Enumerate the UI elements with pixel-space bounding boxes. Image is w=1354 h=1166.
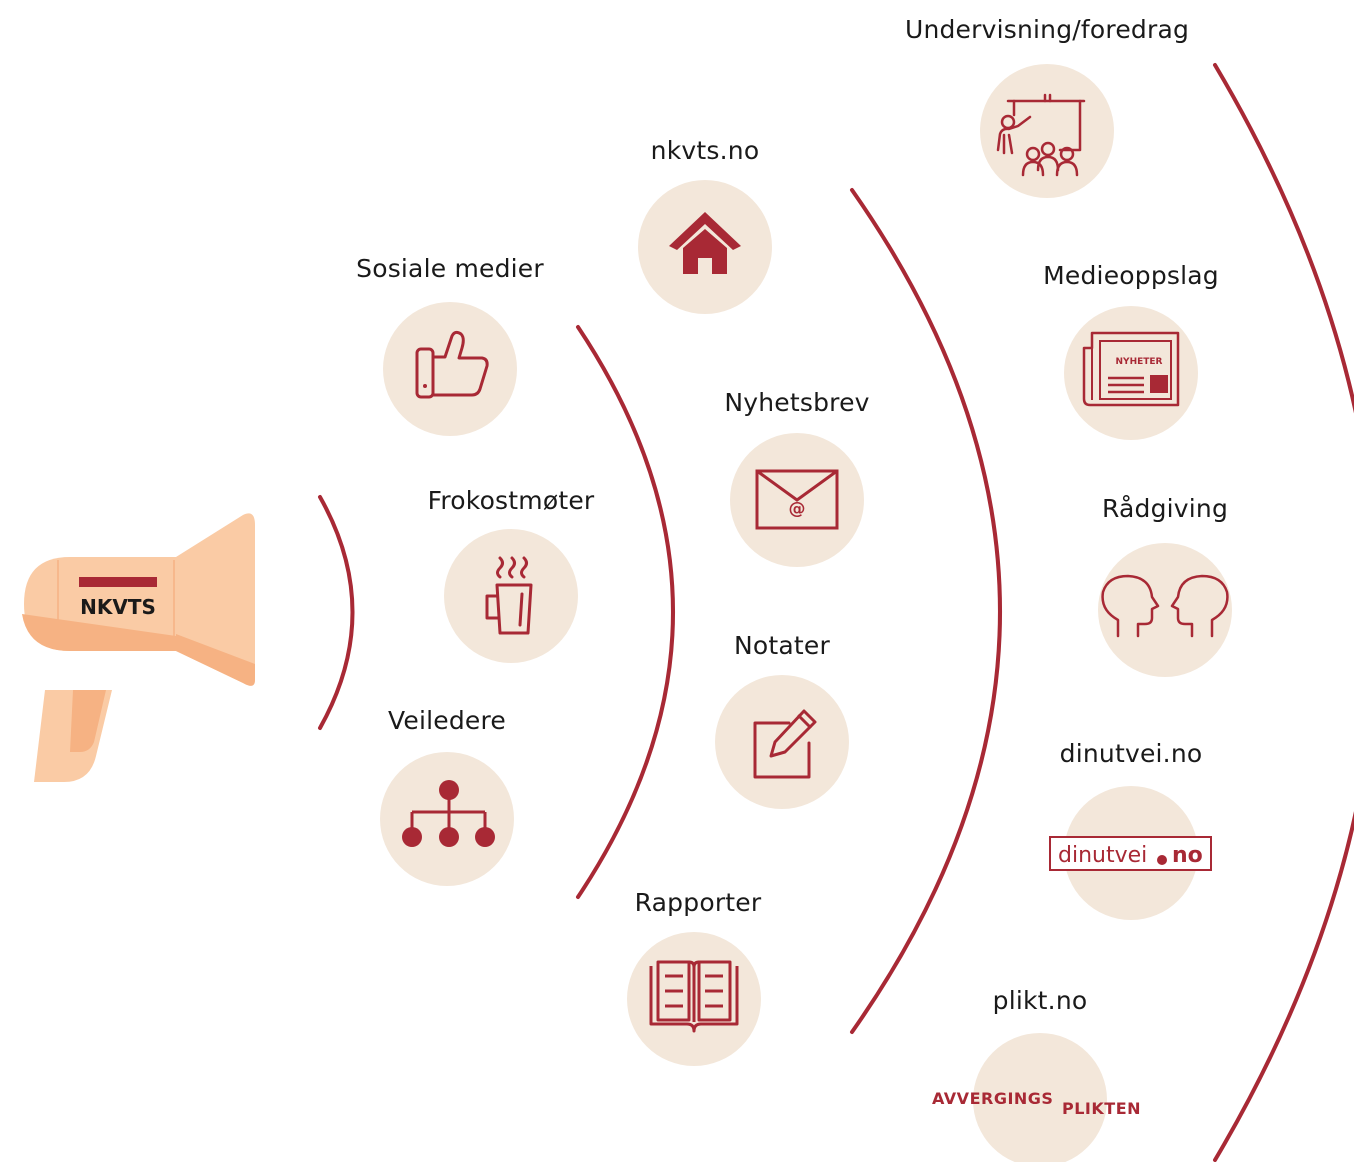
svg-text:dinutvei: dinutvei: [1058, 843, 1147, 868]
circle-sosiale-medier: [383, 302, 517, 436]
svg-text:PLIKTEN: PLIKTEN: [1062, 1099, 1141, 1118]
thumbs-up-icon: [415, 330, 489, 399]
conversation-heads-icon: [1101, 574, 1229, 638]
avvergingsplikten-logo-icon: AVVERGINGS PLIKTEN: [932, 1089, 1141, 1118]
newspaper-icon: NYHETER: [1082, 331, 1180, 407]
envelope-icon: @: [755, 469, 839, 530]
wave-arc-3: [850, 188, 1002, 1034]
label-radgiving: Rådgiving: [1101, 494, 1229, 523]
label-frokostmoter: Frokostmøter: [427, 486, 595, 515]
wave-arc-1: [318, 495, 355, 730]
label-medieoppslag: Medieoppslag: [1043, 261, 1219, 290]
coffee-cup-icon: [485, 556, 533, 635]
label-veiledere: Veiledere: [388, 706, 506, 735]
circle-medieoppslag: [1064, 306, 1198, 440]
label-rapporter: Rapporter: [634, 888, 762, 917]
edit-note-icon: [753, 709, 817, 779]
home-icon: [669, 212, 741, 274]
presentation-icon: [996, 93, 1086, 177]
label-undervisning: Undervisning/foredrag: [904, 15, 1190, 44]
circle-notater: [715, 675, 849, 809]
circle-undervisning: [980, 64, 1114, 198]
svg-text:NYHETER: NYHETER: [1116, 357, 1163, 367]
brand-stripe: [79, 577, 157, 587]
wave-arc-2: [576, 325, 675, 899]
circle-veiledere: [380, 752, 514, 886]
label-sosiale-medier: Sosiale medier: [356, 254, 544, 283]
dinutvei-logo-icon: dinutvei no: [1049, 836, 1212, 871]
label-dinutvei: dinutvei.no: [1059, 739, 1203, 768]
svg-text:@: @: [789, 499, 806, 519]
wave-arc-4: [1213, 63, 1354, 1162]
label-notater: Notater: [734, 631, 830, 660]
svg-text:AVVERGINGS: AVVERGINGS: [932, 1089, 1053, 1108]
label-plikt: plikt.no: [992, 986, 1088, 1015]
hierarchy-icon: [402, 780, 495, 847]
svg-text:no: no: [1172, 843, 1203, 868]
megaphone-icon: NKVTS: [22, 513, 255, 782]
circle-plikt: [973, 1033, 1107, 1166]
label-nyhetsbrev: Nyhetsbrev: [724, 388, 870, 417]
circle-radgiving: [1098, 543, 1232, 677]
label-nkvts-no: nkvts.no: [650, 136, 760, 165]
open-book-icon: [649, 960, 739, 1033]
megaphone-brand: NKVTS: [80, 595, 156, 619]
circle-frokostmoter: [444, 529, 578, 663]
